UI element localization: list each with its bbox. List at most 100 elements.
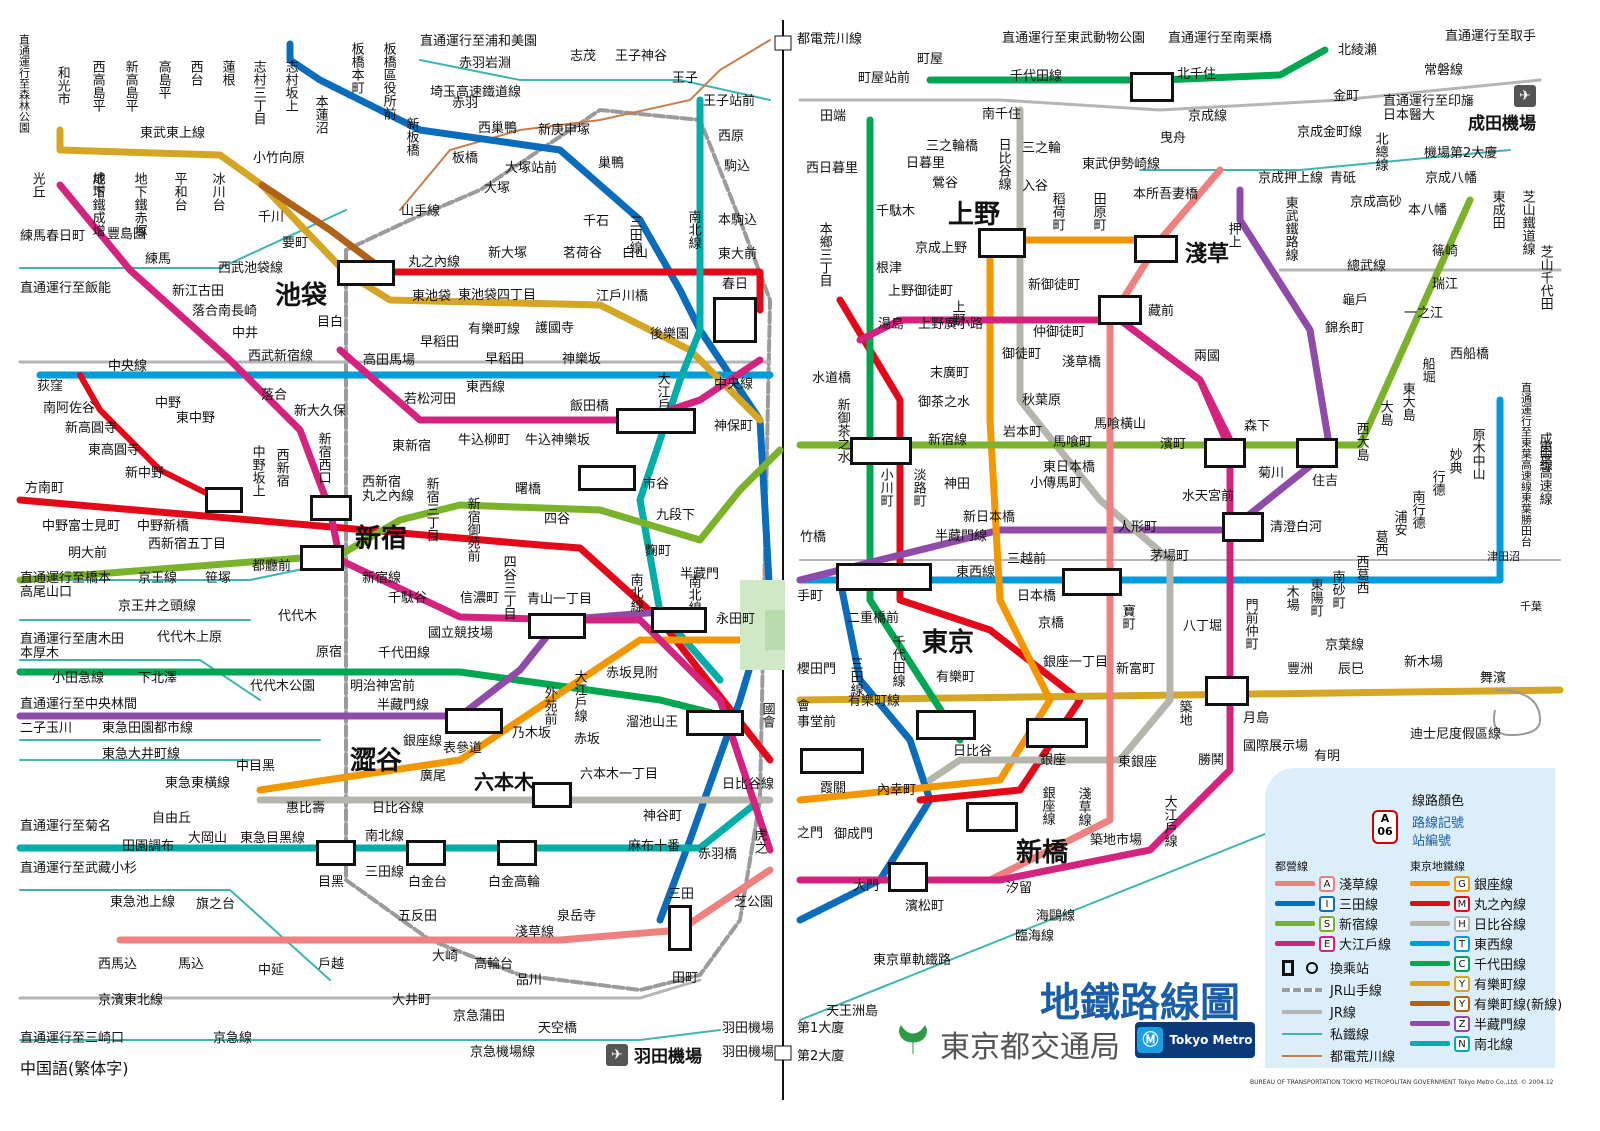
station-label: 練馬 [145,252,172,267]
legend-line-letter: A [1319,875,1335,892]
station-label: 自由丘 [152,811,192,826]
station-label: 有樂町 [936,670,976,685]
station-label: 豐洲 [1287,662,1314,677]
station-label: 護國寺 [535,321,575,336]
station-label: 茅場町 [1150,549,1190,564]
station-label-vertical: 芝山鐵道線 [1519,190,1535,255]
station-label: 根津 [876,261,903,276]
station-label-vertical: 原木中山 [1469,428,1485,480]
transfer-station [1222,512,1264,542]
station-label: 京王線 [138,571,178,586]
station-label: 赤羽岩淵 [459,56,512,71]
station-label: 勝鬨 [1198,753,1225,768]
station-label-vertical: 和光市 [54,66,70,105]
private-line-9 [19,1029,721,1041]
station-label-vertical: 板橋區役所前 [380,42,396,120]
station-label-vertical: 四谷三丁目 [500,555,516,620]
station-label: 豐島園 [107,227,147,242]
station-label: 王子站前 [703,94,756,109]
station-label: 京葉線 [1325,638,1365,653]
station-label: 丸之內線 [408,255,461,270]
legend-line-swatch [1410,1021,1450,1026]
legend-line-letter: C [1454,955,1470,972]
transfer-station [445,708,503,734]
station-label: 白金高輪 [488,875,541,890]
station-label: 東池袋 [412,289,452,304]
station-label-vertical: 外苑前 [541,686,557,725]
transfer-station [528,613,586,639]
station-label: 仲御徒町 [1033,325,1086,340]
legend-sample-letter: A [1380,812,1390,825]
station-label: 品川 [516,973,543,988]
station-label: 第2大廈 [797,1049,845,1064]
legend-line-swatch [1275,881,1315,886]
station-label: 新大塚 [488,246,528,261]
station-label: 有明 [1314,749,1341,764]
station-label: 麴町 [645,544,672,559]
marunouchi-line [16,496,774,764]
narita-airport-label: ✈ 成田機場 [1468,85,1536,134]
station-label: 南千住 [982,107,1022,122]
private-line-4 [19,659,261,701]
station-label: 大崎 [432,949,459,964]
station-label: 六本木一丁目 [580,767,659,782]
station-label: 篠崎 [1432,244,1459,259]
station-label: 中井 [232,326,259,341]
station-label: 新大久保 [294,404,347,419]
station-label: 練馬春日町 [20,229,86,244]
station-label: 神谷町 [643,809,683,824]
station-label: 新江古田 [172,284,225,299]
station-label-vertical: 平和台 [171,172,187,211]
station-label-vertical: 東武鐵路線 [1282,196,1298,261]
transfer-station [850,437,912,465]
legend-other-row: 都電荒川線 [1282,1046,1395,1065]
legend-line-name: 南北線 [1474,1038,1514,1053]
station-label-vertical: 新宿西口 [315,432,331,484]
station-label: 代代木上原 [157,630,223,645]
station-label: 直通運行至南栗橋 [1168,31,1273,46]
yurakucho-east [796,686,1564,704]
station-label: 王子神谷 [615,49,668,64]
legend-other-name: JR線 [1330,1006,1356,1021]
transfer-station [1134,235,1178,263]
station-label: 西新宿五丁目 [148,537,227,552]
station-label: 直通運行至浦和美園 [420,34,538,49]
legend-line-letter: G [1454,875,1470,892]
station-label: 馬込 [178,957,205,972]
station-label-vertical: 日比谷線 [995,138,1011,190]
legend-sample-badge: A 06 [1372,810,1398,844]
station-label: 清澄白河 [1270,520,1323,535]
legend-key-station-number: 站編號 [1412,834,1452,849]
station-label: 淺草線 [515,925,555,940]
station-label-vertical: 田原町 [1090,192,1106,231]
station-label: 京急機場線 [470,1045,536,1060]
station-label: 曳舟 [1160,131,1187,146]
station-label: 田町 [672,971,699,986]
station-label: 櫻田門 [797,662,837,677]
station-label-vertical: 船堀 [1419,357,1435,383]
legend-line-letter: E [1319,935,1335,952]
mita-line-south-2 [796,576,934,924]
station-label-vertical: 志村三丁目 [250,60,266,125]
legend-line-swatch [1410,1041,1450,1046]
station-label-vertical: 上野 [949,300,965,326]
station-label-vertical: 木場 [1283,585,1299,611]
legend-line-letter: H [1454,915,1470,932]
station-label: 東急目黑線 [240,831,306,846]
station-label-vertical: 西新宿 [273,448,289,487]
station-label: 九段下 [656,508,696,523]
station-label: 西武新宿線 [248,349,314,364]
station-label: 本八幡 [1408,203,1448,218]
station-label: 芝公園 [734,895,774,910]
station-label: 海鷗線 [1036,909,1076,924]
station-label-vertical: 新宿御苑前 [464,497,480,562]
station-label-vertical: 淡路町 [910,468,926,507]
station-label: 日比谷 [953,744,993,759]
station-label: 秋葉原 [1022,393,1062,408]
station-label-vertical: 南北線 [627,573,643,612]
station-label: 千石 [583,214,610,229]
